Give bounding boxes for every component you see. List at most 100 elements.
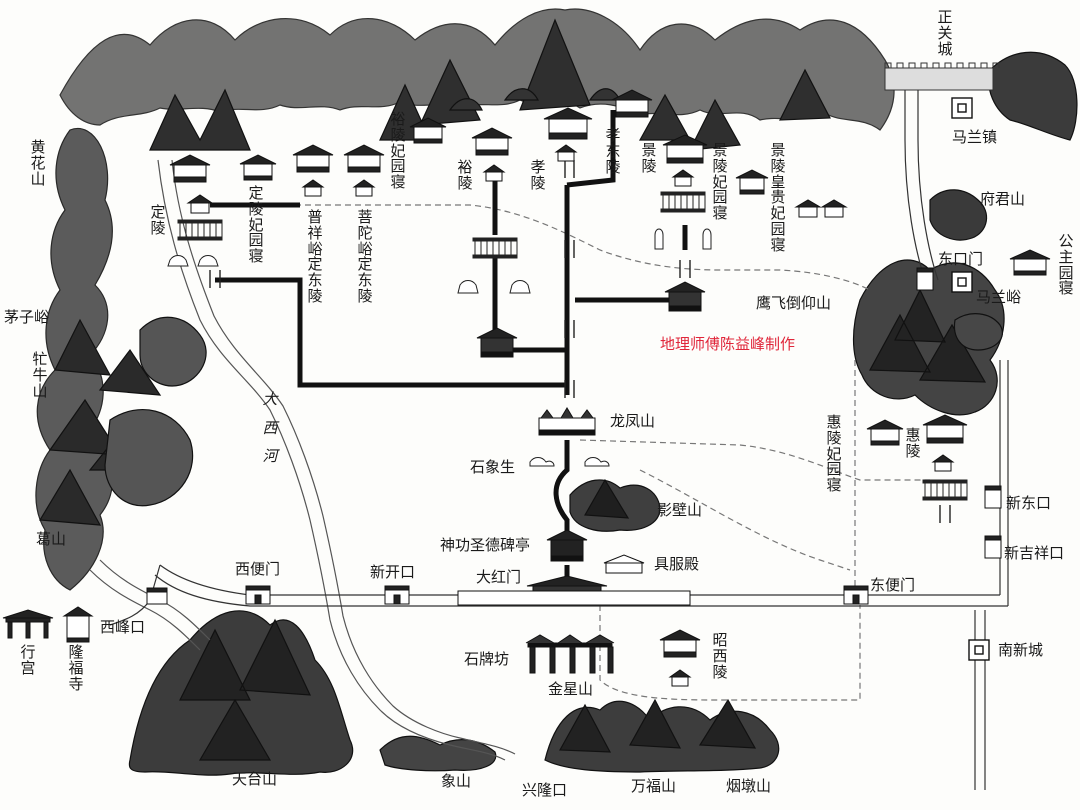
label-yandunshan: 烟墩山	[726, 777, 772, 795]
label-malanyu: 马兰峪	[976, 288, 1022, 306]
building-putuo-b	[352, 179, 376, 197]
road-main-lower	[553, 440, 570, 540]
building-yulingfei	[409, 117, 447, 144]
stone-figures	[167, 191, 968, 501]
label-tiantaishan: 天台山	[232, 770, 278, 788]
wall-bottom-b	[154, 574, 1008, 607]
mountain-tiantai-peaks	[179, 618, 311, 761]
mountain-right-small	[953, 313, 1003, 351]
town-markers	[951, 97, 990, 661]
animal-5	[167, 255, 189, 267]
label-dongkoumen: 东口门	[938, 250, 984, 268]
building-huiling-a	[866, 419, 904, 446]
animal-2	[584, 457, 610, 467]
building-yuling-a	[471, 127, 513, 156]
label-xiaodongling: 孝东陵	[605, 126, 621, 176]
label-xindongkou: 新东口	[1006, 494, 1052, 512]
label-gongzhuyuanqin: 公主园寝	[1058, 232, 1074, 298]
wall-gates	[146, 267, 1002, 606]
label-xinkaikou: 新开口	[370, 563, 416, 581]
label-malanzhen: 马兰镇	[952, 128, 998, 146]
building-xiaoling-a	[543, 107, 593, 140]
mountain-fujun	[929, 189, 988, 241]
label-geshan: 葛山	[36, 530, 67, 548]
building-puxiang-a	[292, 144, 334, 173]
building-jingling-hall	[664, 281, 706, 312]
building-gongzhu	[1009, 249, 1051, 276]
road-xiaodongling	[566, 110, 616, 188]
label-shixiangsheng: 石象生	[470, 458, 516, 476]
gate-xinkai	[384, 585, 410, 605]
gate-xibian	[245, 585, 271, 605]
building-huiling-b	[922, 414, 968, 444]
label-shengongshengde: 神功圣德碑亭	[440, 536, 531, 554]
building-dingling-b	[186, 194, 214, 214]
label-jingling: 景陵	[641, 141, 657, 175]
building-dinglingfei	[239, 154, 277, 181]
building-shipaifang	[525, 634, 615, 674]
label-puxiangyu: 普祥峪定东陵	[307, 208, 323, 305]
building-yuling-hall	[476, 327, 518, 358]
label-dingling: 定陵	[150, 203, 166, 237]
label-longfengshan: 龙凤山	[610, 412, 656, 430]
label-jinglinghuangguifei: 景陵皇贵妃园寝	[770, 141, 786, 254]
label-fujunshan: 府君山	[980, 190, 1026, 208]
building-xiaodongling	[611, 89, 653, 118]
building-puxiang-b	[301, 179, 325, 197]
building-xingong	[2, 609, 54, 639]
label-nanxincheng: 南新城	[998, 641, 1044, 659]
author-credit: 地理师傅陈益峰制作	[660, 335, 796, 353]
label-dinglingfeiyuanqin: 定陵妃园寝	[248, 184, 264, 265]
great-wall-crenellation	[884, 62, 1000, 91]
wall-hall	[457, 590, 691, 606]
building-xiaoling-b	[554, 144, 578, 162]
mountain-ranges	[35, 8, 1078, 776]
columns-jingling	[660, 191, 706, 213]
label-zhenniushan: 牤牛山	[32, 350, 48, 400]
dashed-paths	[215, 204, 930, 701]
label-xinjixiangkou: 新吉祥口	[1004, 544, 1065, 562]
label-yuling: 裕陵	[457, 158, 473, 192]
label-huilingfeiyuanqin: 惠陵妃园寝	[826, 413, 842, 494]
label-shipaifang: 石牌坊	[464, 650, 510, 668]
town-malanyu	[951, 271, 973, 293]
town-malanzhen	[951, 97, 973, 119]
label-dahongmen: 大红门	[476, 568, 522, 586]
label-jufudian: 具服殿	[654, 555, 700, 573]
label-yingfeidaoyangshan: 鹰飞倒仰山	[756, 294, 832, 312]
label-putuoyu: 菩陀峪定东陵	[357, 208, 373, 305]
label-huanghuashan: 黄花山	[30, 138, 46, 188]
label-longfusi: 隆福寺	[68, 643, 84, 693]
building-shengong	[546, 529, 588, 562]
building-huiling-c	[931, 454, 955, 472]
label-xifengkou: 西峰口	[100, 618, 146, 636]
building-jingling-a	[662, 134, 708, 164]
wall-ne-vert-a	[904, 88, 926, 281]
gate-xinjixiang	[984, 535, 1002, 559]
animal-6	[197, 255, 219, 267]
building-zhaoxiling-a	[659, 629, 701, 658]
mountain-top-peaks	[149, 18, 831, 151]
gate-xifeng	[146, 587, 168, 605]
animal-1	[529, 457, 555, 467]
mountain-top-right	[988, 51, 1078, 141]
building-putuo-a	[343, 144, 385, 173]
mountain-right-peaks	[869, 288, 987, 383]
town-nanxincheng	[968, 639, 990, 661]
building-longfeng	[538, 407, 596, 436]
road-dingling	[215, 277, 567, 388]
river-daxi-a	[157, 159, 506, 761]
label-jinxingshan: 金星山	[548, 680, 594, 698]
building-jingfei	[735, 169, 769, 195]
river-daxi-b	[171, 159, 516, 755]
label-xibianmen: 西便门	[235, 560, 281, 578]
gate-dongkou	[916, 267, 934, 291]
label-yingbishan: 影壁山	[657, 501, 703, 519]
gate-xindong	[984, 485, 1002, 509]
columns-dingling	[177, 219, 223, 241]
mountain-left-peaks	[38, 318, 172, 526]
label-daxihe: 大西河	[262, 390, 278, 465]
building-dingling-a	[169, 154, 211, 183]
